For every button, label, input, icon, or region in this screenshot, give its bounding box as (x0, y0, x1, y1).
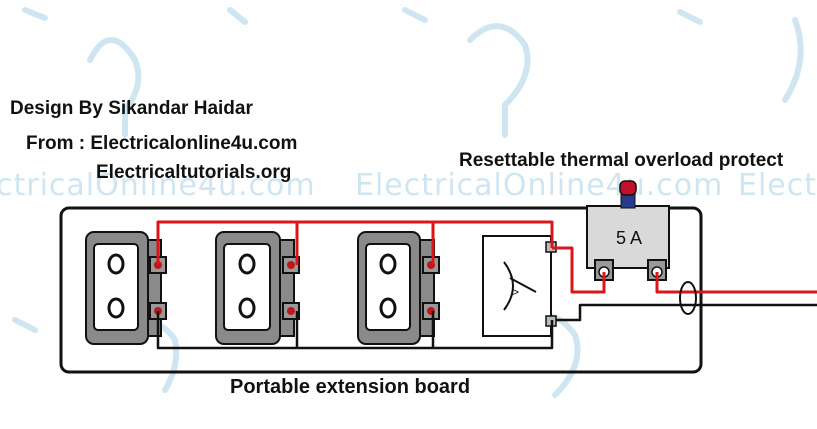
watermark-bulb-icon (87, 37, 142, 138)
socket-1 (85, 231, 167, 345)
breaker-body (586, 205, 670, 269)
reset-button-stem (620, 193, 636, 209)
phase-wire (156, 220, 817, 294)
watermark-bulb-icon (782, 17, 804, 103)
watermark-text: ElectricalOnline4u.com (355, 168, 724, 203)
design-credit: Design By Sikandar Haidar (10, 98, 253, 119)
cable-grommet (679, 281, 697, 315)
socket-2 (215, 231, 300, 345)
source-site-1: From : Electricalonline4u.com (26, 133, 298, 154)
socket-3 (357, 231, 440, 345)
meter: > (482, 235, 557, 337)
watermark-text: ctricalOnline4u.com (0, 168, 316, 203)
watermark-bulb-icon (467, 23, 531, 138)
breaker-title: Resettable thermal overload protect (459, 150, 784, 171)
svg-text:>: > (512, 285, 519, 299)
neutral-wire (156, 303, 817, 350)
watermark-text: Elect (738, 168, 817, 203)
source-site-2: Electricaltutorials.org (96, 162, 292, 183)
board-outline (59, 206, 703, 374)
reset-button (619, 180, 637, 196)
breaker-rating: 5 A (616, 228, 642, 248)
circuit-breaker: 5 A (586, 180, 670, 281)
board-caption: Portable extension board (230, 376, 471, 398)
